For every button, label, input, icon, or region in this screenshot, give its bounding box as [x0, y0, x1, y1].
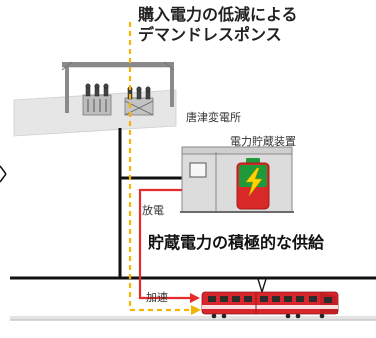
title-line-1: 購入電力の低減による [137, 5, 298, 24]
substation-label: 唐津変電所 [186, 110, 241, 124]
battery-icon [236, 158, 270, 210]
title-line-2: デマンドレスポンス [138, 25, 282, 44]
discharge-flow [138, 188, 200, 303]
acceleration-label: 加速 [146, 291, 168, 304]
track [10, 316, 376, 321]
discharge-label: 放電 [142, 203, 164, 217]
train-icon [201, 278, 339, 319]
active-supply-label: 貯蔵電力の積極的な供給 [148, 233, 325, 252]
storage-device-label: 電力貯蔵装置 [230, 135, 296, 148]
substation-icon [13, 61, 177, 137]
demand-response-flow [128, 22, 201, 315]
